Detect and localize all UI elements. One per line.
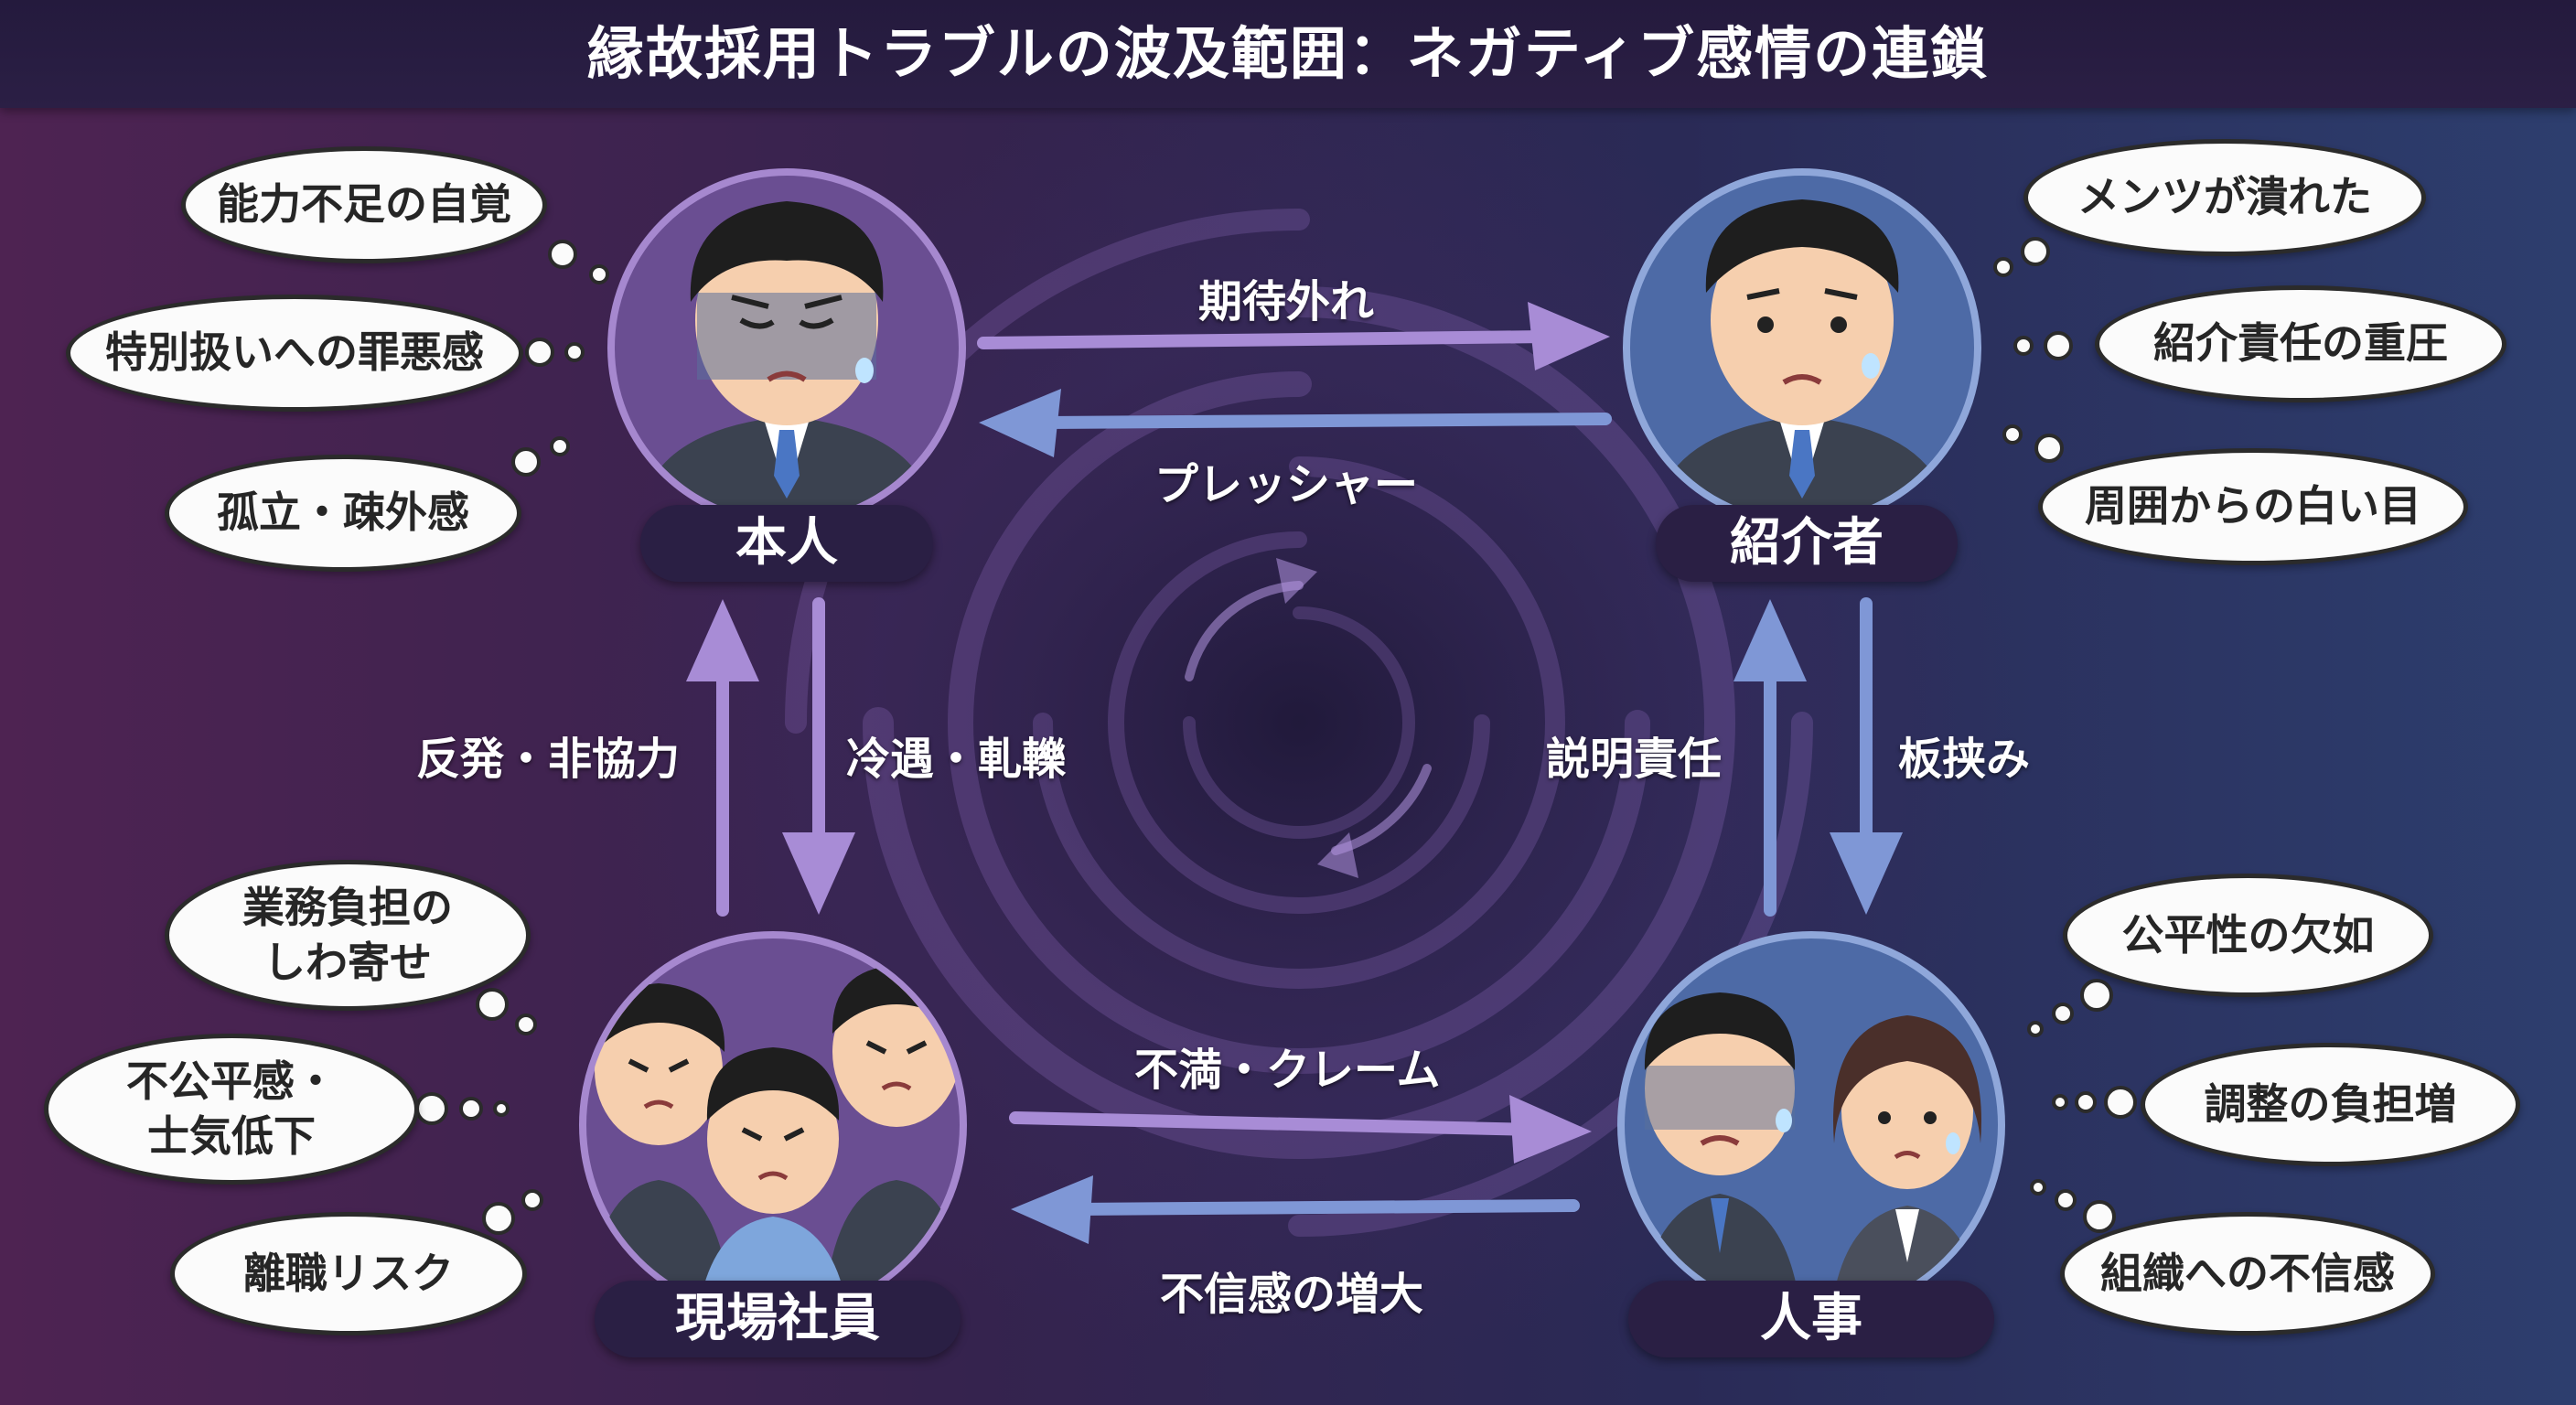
edge-label-pressure: プレッシャー bbox=[1154, 459, 1419, 510]
node-label-genba: 現場社員 bbox=[595, 1281, 961, 1357]
bubble-honnin-2: 特別扱いへの罪悪感 bbox=[66, 295, 523, 412]
bubble-shokaisha-3: 周囲からの白い目 bbox=[2038, 448, 2468, 565]
arrow-shokaisha-to-honnin bbox=[979, 389, 1612, 457]
bubble-genba-2-line2: 士気低下 bbox=[147, 1110, 316, 1161]
edge-label-fushinkan: 不信感の増大 bbox=[1160, 1269, 1424, 1320]
bubble-genba-2-line1: 不公平感・ bbox=[126, 1056, 337, 1106]
edge-label-fuman: 不満・クレーム bbox=[1134, 1045, 1441, 1096]
edge-label-kitai-hazure: 期待外れ bbox=[1198, 276, 1375, 327]
edge-label-itabasami: 板挟み bbox=[1898, 734, 2031, 785]
edge-label-reigu: 冷遇・軋轢 bbox=[846, 734, 1067, 785]
bubble-genba-2: 不公平感・ 士気低下 bbox=[44, 1034, 419, 1185]
bubble-genba-1: 業務負担の しわ寄せ bbox=[165, 860, 531, 1011]
shokaisha-person-icon bbox=[1656, 199, 1948, 512]
arrow-shokaisha-to-jinji bbox=[1830, 597, 1903, 915]
thought-dots-honnin bbox=[511, 240, 609, 477]
bubble-shokaisha-1: メンツが潰れた bbox=[2023, 139, 2426, 256]
bubble-genba-1-line1: 業務負担の bbox=[242, 882, 453, 932]
arrow-honnin-to-shokaisha bbox=[977, 302, 1610, 370]
node-label-shokaisha: 紹介者 bbox=[1656, 505, 1958, 582]
title-bar bbox=[0, 0, 2576, 108]
bubble-jinji-3: 組織への不信感 bbox=[2060, 1212, 2435, 1335]
bubble-genba-1-line2: しわ寄せ bbox=[263, 937, 432, 987]
arrow-genba-to-honnin bbox=[686, 599, 759, 917]
bubble-genba-3: 離職リスク bbox=[170, 1212, 527, 1335]
edge-label-hanpatsu: 反発・非協力 bbox=[416, 734, 681, 785]
thought-dots-shokaisha bbox=[1993, 237, 2073, 463]
page-title: 縁故採用トラブルの波及範囲：ネガティブ感情の連鎖 bbox=[586, 20, 1990, 87]
bubble-honnin-1: 能力不足の自覚 bbox=[181, 146, 547, 263]
thought-dots-jinji bbox=[2027, 979, 2137, 1233]
arrow-honnin-to-genba bbox=[782, 597, 855, 915]
edge-label-setsumei: 説明責任 bbox=[1546, 734, 1723, 785]
thought-dots-genba bbox=[415, 988, 543, 1235]
arrow-jinji-to-genba bbox=[1011, 1175, 1580, 1244]
arrow-jinji-to-shokaisha bbox=[1733, 599, 1807, 917]
bubble-shokaisha-2: 紹介責任の重圧 bbox=[2095, 285, 2506, 402]
node-label-jinji: 人事 bbox=[1628, 1281, 1994, 1357]
bubble-jinji-2: 調整の負担増 bbox=[2141, 1043, 2520, 1166]
honnin-person-icon bbox=[640, 201, 933, 512]
bubble-jinji-1: 公平性の欠如 bbox=[2063, 874, 2433, 997]
node-label-honnin: 本人 bbox=[640, 505, 933, 582]
bubble-honnin-3: 孤立・疎外感 bbox=[165, 455, 521, 572]
arrow-genba-to-jinji bbox=[1009, 1095, 1592, 1164]
